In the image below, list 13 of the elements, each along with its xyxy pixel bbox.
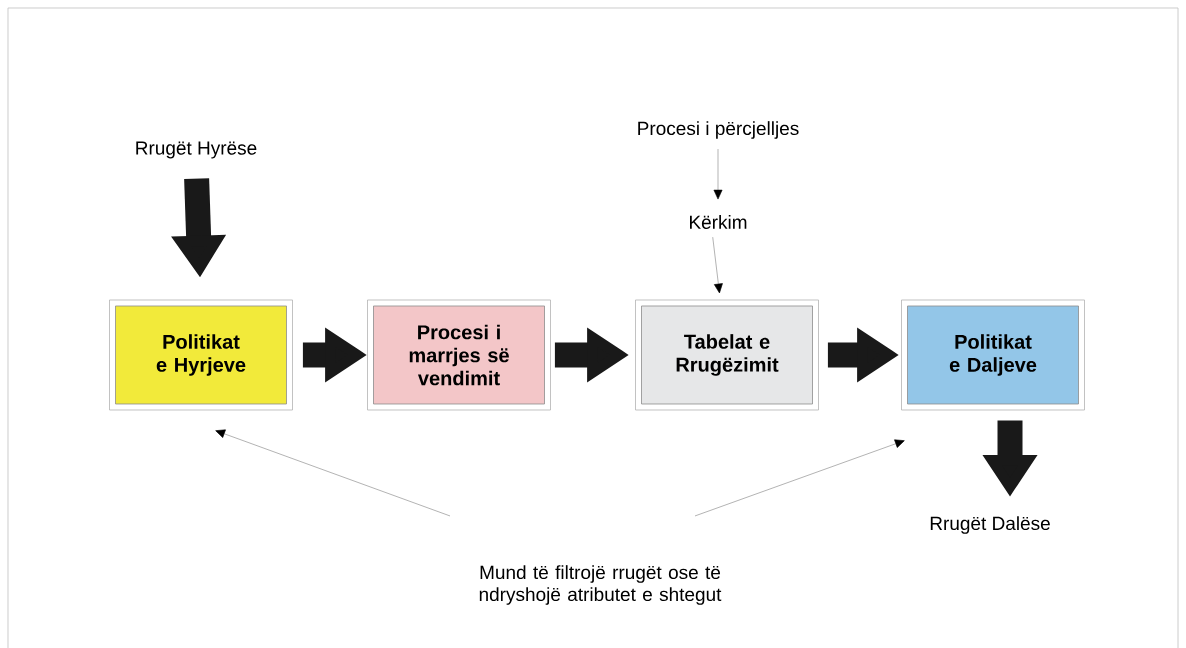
label-text: Procesi i përcjelljes bbox=[638, 121, 799, 139]
process-box: Tabelat e Rrugëzimit bbox=[635, 299, 819, 411]
label-text: Rrugët Dalëse bbox=[930, 516, 1050, 534]
arrow bbox=[694, 439, 905, 517]
label-text: Rrugët Hyrëse bbox=[136, 141, 257, 159]
note-text: Mund të filtrojë rrugët ose të ndryshojë atributet e shtegut bbox=[479, 565, 722, 605]
process-box: Procesi i marrjes së vendimit bbox=[367, 299, 551, 411]
label-text: Kërkim bbox=[690, 215, 747, 229]
process-box: Politikat e Hyrjeve bbox=[109, 299, 293, 411]
process-box: Politikat e Daljeve bbox=[901, 299, 1085, 411]
arrow bbox=[712, 236, 723, 294]
arrow bbox=[215, 429, 451, 517]
arrow bbox=[713, 148, 723, 200]
